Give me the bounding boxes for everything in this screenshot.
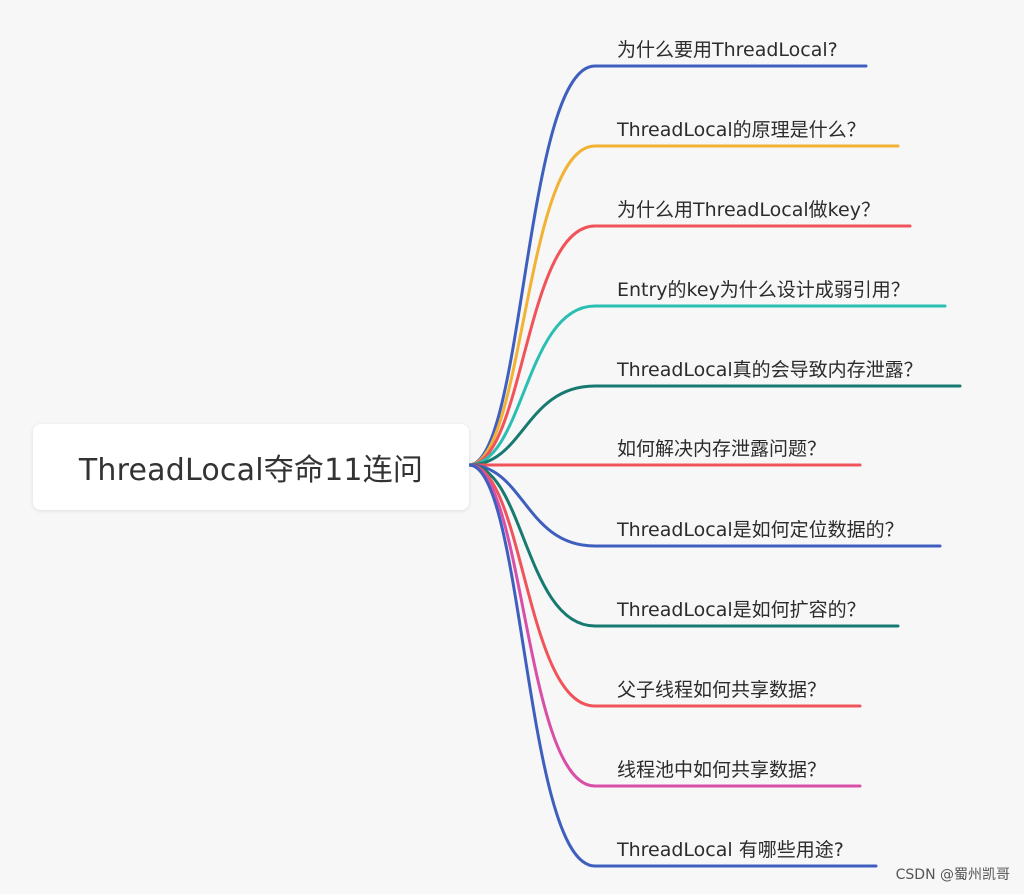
- branch-link-11: [467, 463, 878, 868]
- branch-link-9: [467, 463, 862, 708]
- branch-label-3[interactable]: 为什么用ThreadLocal做key？: [617, 199, 880, 221]
- branch-label-9[interactable]: 父子线程如何共享数据？: [617, 679, 827, 701]
- branch-label-5[interactable]: ThreadLocal真的会导致内存泄露？: [617, 359, 923, 381]
- branch-link-1: [467, 64, 868, 467]
- branch-label-7[interactable]: ThreadLocal是如何定位数据的？: [617, 519, 904, 541]
- watermark: CSDN @蜀州凯哥: [895, 867, 1010, 883]
- branch-label-1[interactable]: 为什么要用ThreadLocal?: [617, 39, 838, 61]
- branch-label-2[interactable]: ThreadLocal的原理是什么？: [617, 119, 866, 141]
- branch-label-6[interactable]: 如何解决内存泄露问题？: [617, 438, 827, 460]
- branch-link-5: [467, 384, 962, 467]
- root-node[interactable]: ThreadLocal夺命11连问: [33, 424, 469, 510]
- branch-label-8[interactable]: ThreadLocal是如何扩容的？: [617, 599, 866, 621]
- branch-label-10[interactable]: 线程池中如何共享数据？: [617, 759, 827, 781]
- branch-link-4: [467, 304, 947, 467]
- branch-label-4[interactable]: Entry的key为什么设计成弱引用？: [617, 279, 910, 301]
- branch-link-7: [467, 463, 942, 548]
- branch-link-10: [467, 463, 862, 788]
- branch-label-11[interactable]: ThreadLocal 有哪些用途?: [617, 839, 844, 861]
- branch-link-8: [467, 463, 900, 628]
- branch-link-2: [467, 144, 900, 467]
- branch-link-3: [467, 224, 912, 467]
- root-label: ThreadLocal夺命11连问: [78, 453, 424, 488]
